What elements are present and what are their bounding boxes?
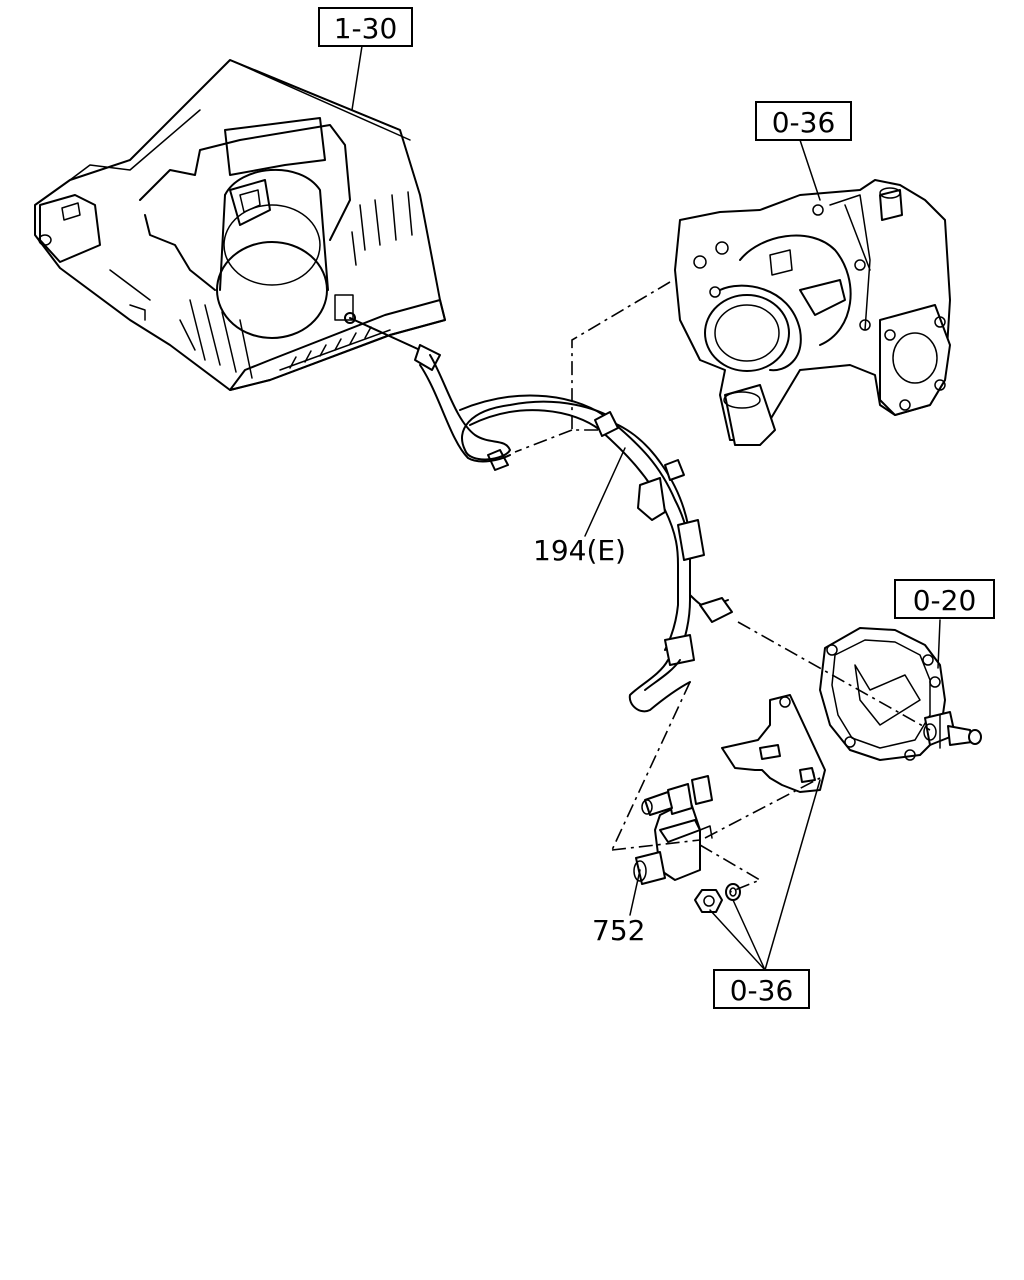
leader-bracket — [704, 777, 821, 839]
ref-label-vacuum-pump: 0-20 — [913, 584, 977, 617]
leader-0-20 — [937, 619, 941, 669]
vacuum-hose-194e — [349, 317, 733, 713]
air-cleaner-assembly — [34, 59, 446, 391]
part-label-solenoid[interactable]: 752 — [592, 914, 645, 947]
mounting-bracket — [694, 694, 826, 913]
leader-turbo-hose-b — [514, 429, 573, 453]
leader-solenoid-a — [611, 681, 691, 851]
leader-washer — [699, 844, 762, 893]
leader-194e — [584, 447, 626, 537]
turbocharger-assembly — [674, 179, 951, 446]
leader-1-30 — [351, 45, 363, 111]
part-label-hose[interactable]: 194(E) — [533, 534, 626, 567]
ref-label-air-cleaner: 1-30 — [334, 12, 398, 45]
ref-box-fasteners[interactable]: 0-36 — [713, 969, 810, 1009]
ref-box-turbo[interactable]: 0-36 — [755, 101, 852, 141]
ref-label-fasteners: 0-36 — [730, 974, 794, 1007]
leader-752 — [629, 869, 641, 916]
leader-0-36-bottom-a — [764, 779, 821, 971]
ref-box-air-cleaner[interactable]: 1-30 — [318, 7, 413, 47]
leader-air-lid — [229, 59, 401, 131]
leader-solenoid-b — [611, 839, 701, 851]
leader-0-36-bottom-b — [732, 899, 766, 971]
leader-0-36-top — [799, 139, 821, 201]
leader-vacuum-pump — [737, 621, 931, 731]
ref-label-turbo: 0-36 — [772, 106, 836, 139]
vacuum-pump-assembly — [819, 627, 982, 761]
leader-lines — [351, 45, 941, 971]
dashed-leaders — [229, 59, 931, 893]
ref-box-vacuum-pump[interactable]: 0-20 — [894, 579, 995, 619]
leader-0-36-bottom-c — [709, 909, 766, 971]
leader-turbo-hose — [571, 281, 671, 431]
leader-air-nipple — [349, 317, 421, 351]
solenoid-752 — [633, 775, 713, 885]
